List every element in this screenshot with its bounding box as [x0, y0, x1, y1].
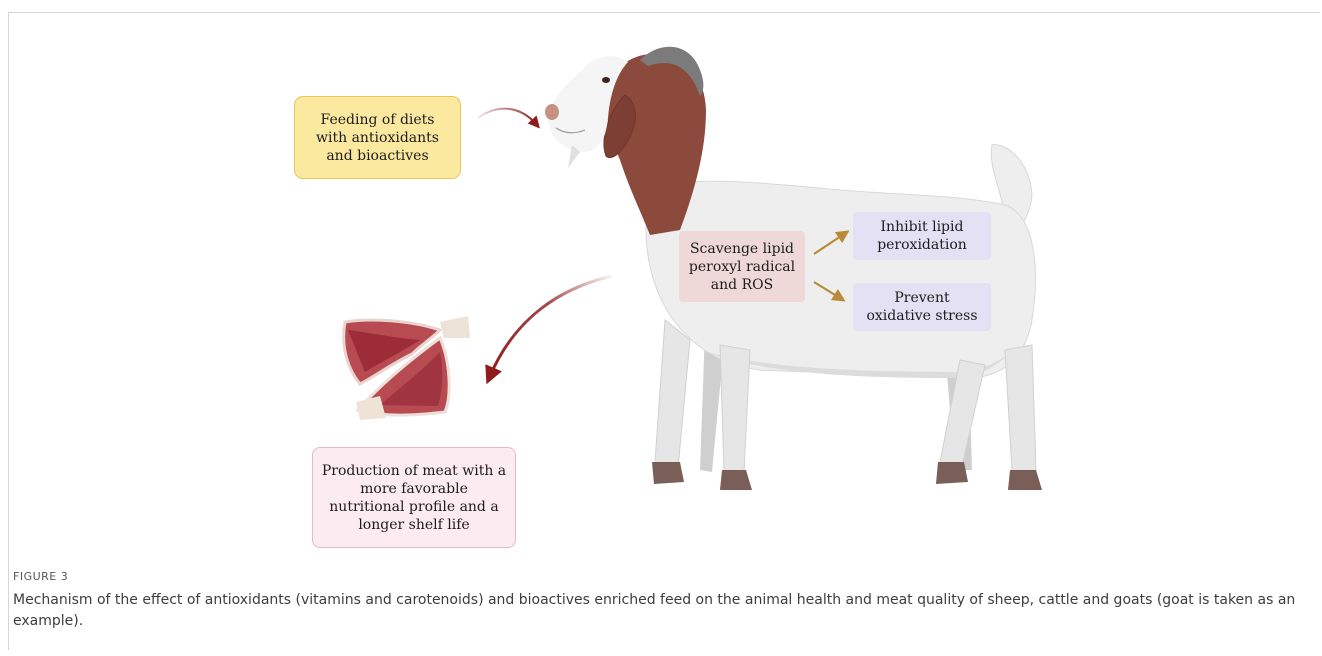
feed-arrow: [478, 109, 536, 124]
feeding-box: Feeding of diets with antioxidants and b…: [294, 96, 461, 179]
figure-illustration: [0, 0, 1322, 560]
meat-arrow: [490, 276, 612, 376]
meat-cuts-illustration: [344, 316, 470, 420]
prevent-box: Prevent oxidative stress: [853, 283, 991, 331]
caption-text: Mechanism of the effect of antioxidants …: [13, 590, 1313, 632]
production-box: Production of meat with a more favorable…: [312, 447, 516, 548]
figure-caption: FIGURE 3 Mechanism of the effect of anti…: [13, 570, 1313, 632]
inhibit-box: Inhibit lipid peroxidation: [853, 212, 991, 260]
figure-label: FIGURE 3: [13, 570, 1313, 583]
scavenge-box: Scavenge lipid peroxyl radical and ROS: [679, 231, 805, 302]
